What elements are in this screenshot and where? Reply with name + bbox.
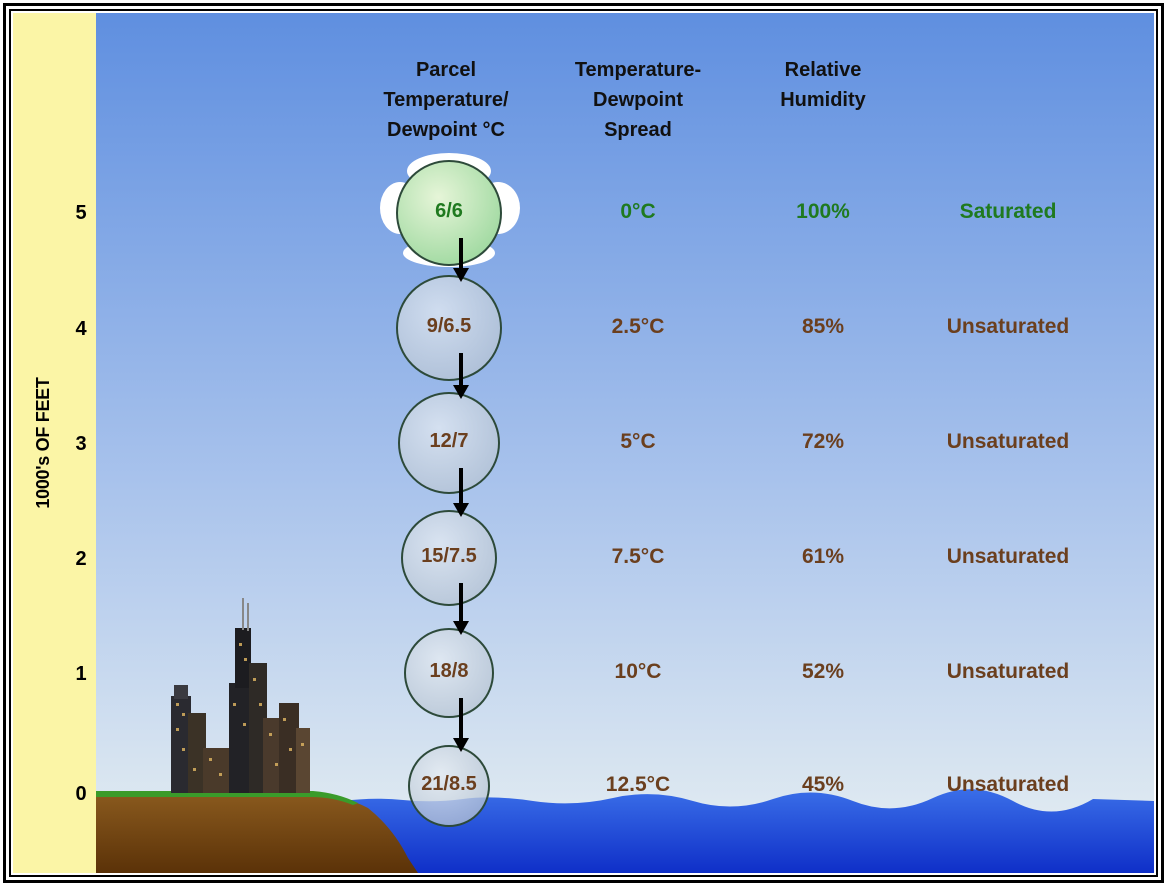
grass <box>96 791 358 805</box>
state-value-1: Unsaturated <box>946 660 1070 683</box>
altitude-axis <box>13 13 96 873</box>
header-humidity: Relative Humidity <box>748 55 898 115</box>
parcel-value-1: 18/8 <box>429 660 469 682</box>
scene-graphics <box>96 13 1154 873</box>
spread-value-0: 12.5°C <box>605 773 671 796</box>
humidity-value-1: 52% <box>801 660 845 683</box>
spread-value-5: 0°C <box>620 200 656 223</box>
humidity-value-3: 72% <box>801 430 845 453</box>
descent-arrows <box>453 238 469 752</box>
humidity-value-5: 100% <box>796 200 850 223</box>
axis-title: 1000's OF FEET <box>33 377 53 509</box>
arrow-head-icon <box>453 621 469 635</box>
outer-border <box>3 3 1164 883</box>
humidity-value-4: 85% <box>801 315 845 338</box>
axis-tick-5: 5 <box>75 202 87 224</box>
axis-tick-4: 4 <box>75 318 87 340</box>
spread-value-2: 7.5°C <box>611 545 665 568</box>
parcel-bubbles <box>396 160 502 827</box>
ground <box>96 793 418 873</box>
header-parcel: Parcel Temperature/ Dewpoint °C <box>361 55 531 145</box>
parcel-bubble-1 <box>404 628 494 718</box>
arrow-head-icon <box>453 268 469 282</box>
humidity-value-0: 45% <box>801 773 845 796</box>
header-spread-line-2: Dewpoint <box>593 89 683 111</box>
header-parcel-line-1: Parcel <box>415 59 477 81</box>
state-value-0: Unsaturated <box>946 773 1070 796</box>
parcel-bubble-4 <box>396 275 502 381</box>
diagram-scene: 1000's OF FEET 5 4 3 2 1 0 Parcel Temper… <box>13 13 1154 873</box>
water <box>343 789 1154 873</box>
arrow-head-icon <box>453 503 469 517</box>
parcel-value-2: 15/7.5 <box>421 545 477 567</box>
header-parcel-line-3: Dewpoint °C <box>387 119 505 141</box>
parcel-value-3: 12/7 <box>429 430 469 452</box>
parcel-value-4: 9/6.5 <box>426 315 472 337</box>
parcel-bubble-0 <box>408 745 490 827</box>
parcel-bubble-5 <box>396 160 502 266</box>
parcel-value-0: 21/8.5 <box>421 773 477 795</box>
state-value-5: Saturated <box>959 200 1057 223</box>
city-skyline-icon <box>171 598 310 793</box>
parcel-bubble-2 <box>401 510 497 606</box>
header-humidity-line-1: Relative <box>784 59 862 81</box>
header-spread-line-3: Spread <box>604 119 672 141</box>
spread-value-4: 2.5°C <box>611 315 665 338</box>
axis-tick-3: 3 <box>75 433 87 455</box>
arrow-head-icon <box>453 385 469 399</box>
axis-tick-0: 0 <box>75 783 87 805</box>
axis-tick-2: 2 <box>75 548 87 570</box>
axis-tick-1: 1 <box>75 663 87 685</box>
state-value-3: Unsaturated <box>946 430 1070 453</box>
header-parcel-line-2: Temperature/ <box>383 89 509 111</box>
parcel-value-5: 6/6 <box>435 200 463 222</box>
header-humidity-line-2: Humidity <box>780 89 866 111</box>
header-spread: Temperature- Dewpoint Spread <box>548 55 728 145</box>
state-value-2: Unsaturated <box>946 545 1070 568</box>
inner-border <box>9 9 1158 877</box>
arrow-head-icon <box>453 738 469 752</box>
header-spread-line-1: Temperature- <box>574 59 702 81</box>
spread-value-3: 5°C <box>620 430 656 453</box>
humidity-value-2: 61% <box>801 545 845 568</box>
state-value-4: Unsaturated <box>946 315 1070 338</box>
spread-value-1: 10°C <box>614 660 662 683</box>
parcel-bubble-3 <box>398 392 500 494</box>
